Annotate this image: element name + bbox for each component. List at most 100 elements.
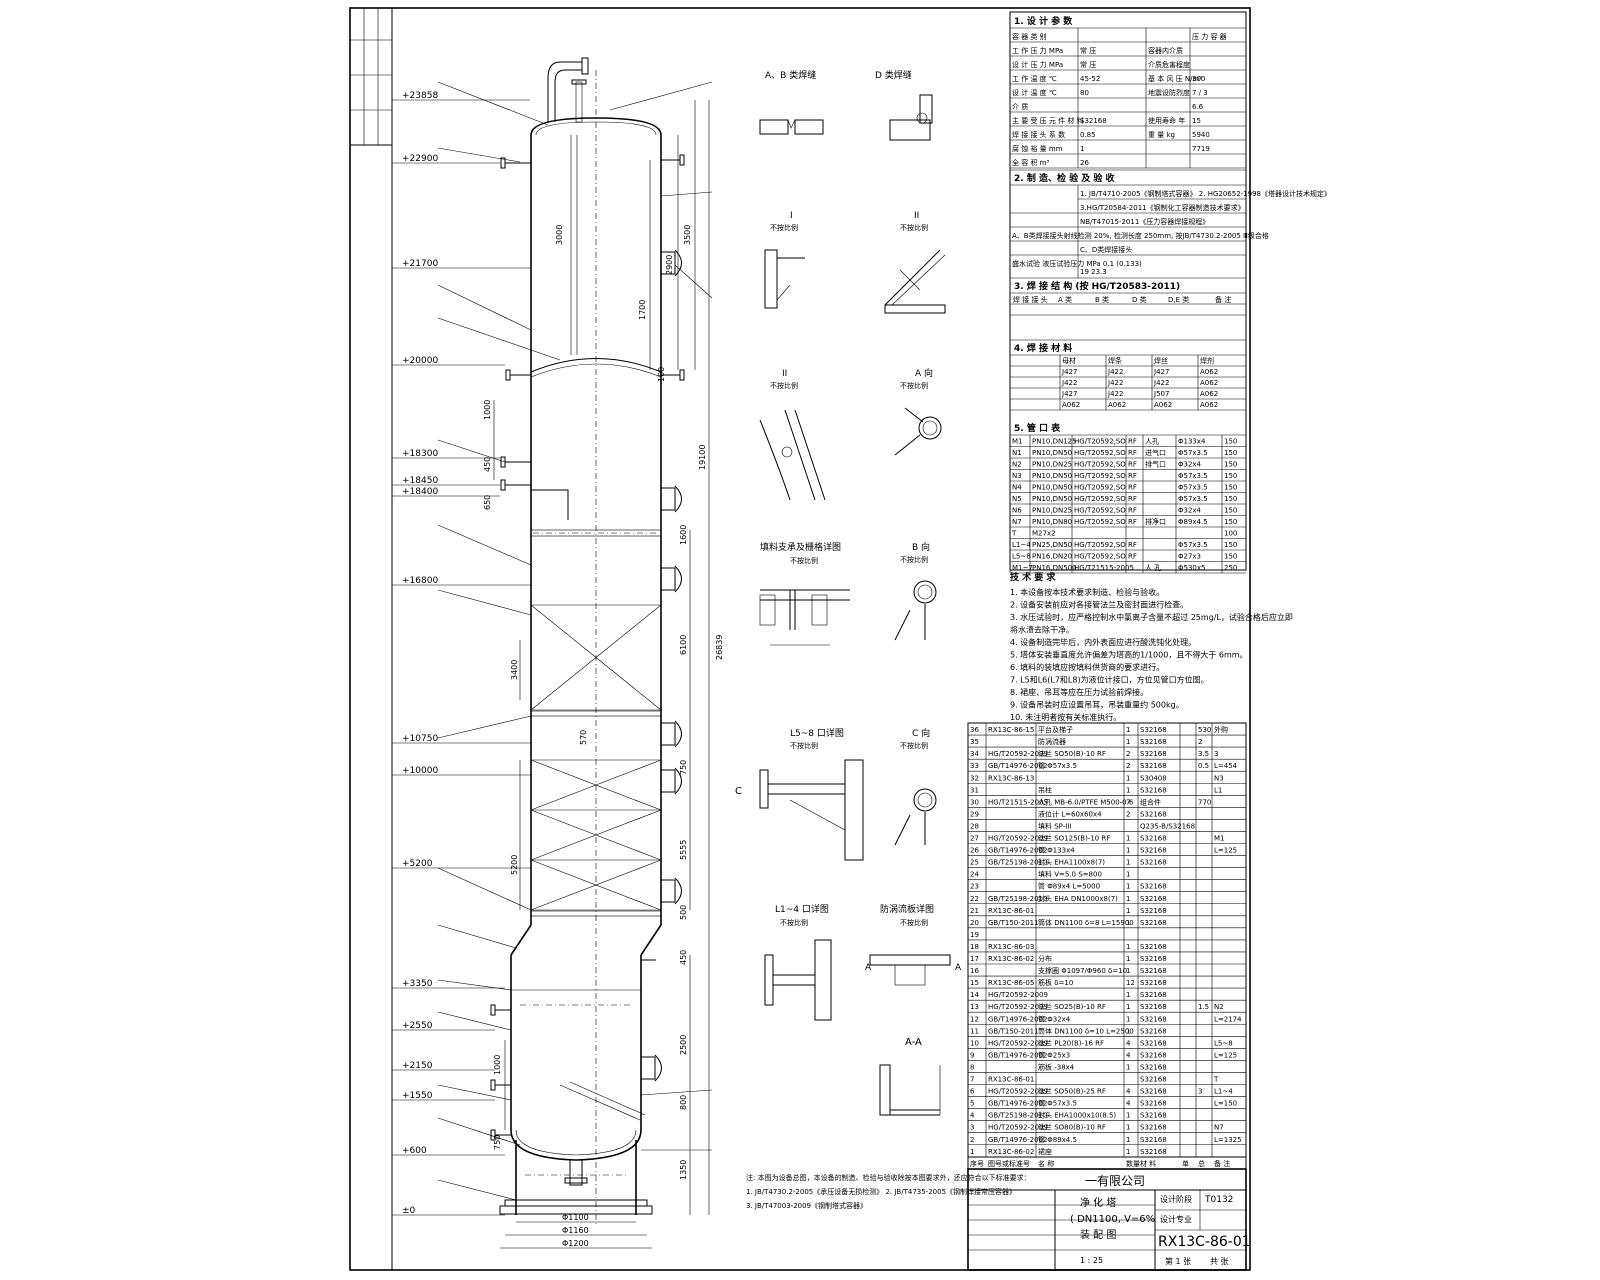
design-param-row: 容 器 类 别压 力 容 器	[1010, 32, 1246, 43]
bom-header-cell: 材 料	[1140, 1159, 1156, 1168]
nozzle-row-cell: Φ57x3.5	[1178, 484, 1208, 492]
bom-row-cell: 13	[970, 1003, 979, 1011]
bom-row-cell: 3.5	[1198, 750, 1209, 758]
elev-18300: +18300	[402, 449, 438, 459]
bom-row-cell: S32168	[1140, 1076, 1167, 1084]
nozzle-row-cell: 150	[1224, 518, 1237, 526]
nozzle-row-cell: 150	[1224, 438, 1237, 446]
manhole-m1	[660, 249, 682, 277]
nozzle-row-cell: L5~8	[1012, 553, 1031, 561]
nozzle-row-cell: M27x2	[1032, 530, 1056, 538]
design-param-row-cell: 6.6	[1192, 103, 1204, 111]
bom-row-cell: 填料 V=5.0 S=800	[1038, 870, 1102, 879]
elev-10000: +10000	[402, 766, 438, 776]
bom-row-cell: L=125	[1214, 847, 1237, 855]
detail-ab-title: A、B 类焊缝	[765, 69, 816, 81]
bom-row-cell: 3	[970, 1124, 974, 1132]
bom-row-cell: 32	[970, 774, 979, 782]
bom-row-cell: 4	[1126, 1051, 1131, 1059]
bom-row-cell: N2	[1214, 1003, 1224, 1011]
bom-row-cell: 裙座	[1038, 1147, 1052, 1156]
dim-1000: 1000	[483, 400, 492, 420]
weld-material-row-cell: J422	[1153, 379, 1169, 387]
elev-18400: +18400	[402, 487, 438, 497]
design-param-row-cell: 介质危害程度	[1148, 60, 1190, 69]
weld-material-row-cell: A062	[1108, 401, 1126, 409]
bom-row-cell: S32168	[1140, 835, 1167, 843]
weld-material-row-cell: 焊丝	[1154, 356, 1168, 365]
nozzle-row-cell: 150	[1224, 484, 1237, 492]
weld-material-row-cell: J422	[1061, 379, 1077, 387]
design-params-table: 1. 设 计 参 数	[1009, 11, 1247, 571]
elev-22900: +22900	[402, 154, 438, 164]
dim-750: 750	[679, 760, 688, 775]
bom-row-cell: RX13C-86-02	[988, 1148, 1034, 1156]
design-param-row-cell: 设 计 压 力 MPa	[1012, 60, 1063, 69]
bom-row-cell: S32168	[1140, 1124, 1167, 1132]
bom-row-cell: S32168	[1140, 991, 1167, 999]
nozzle-row-cell: Φ133x4	[1178, 438, 1206, 446]
fab-line-6: 19 23.3	[1080, 268, 1107, 276]
bom-row-cell: 1	[1126, 919, 1130, 927]
detail-packing-scale: 不按比例	[790, 556, 818, 565]
bom-row-cell: 封头 EHA DN1000x8(7)	[1038, 894, 1118, 903]
bom-row: 19	[968, 931, 1246, 941]
nozzle-row-cell: N2	[1012, 461, 1022, 469]
dim-1700: 1700	[638, 300, 647, 320]
bom-row-cell: S32168	[1140, 1063, 1167, 1071]
bom-row-cell: 22	[970, 895, 979, 903]
nozzle-row-cell: RF	[1128, 472, 1137, 480]
dim-500: 500	[679, 905, 688, 920]
nozzle-row-cell: 150	[1224, 495, 1237, 503]
detail-l58-scale: 不按比例	[790, 741, 818, 750]
bom-row-cell: S32168	[1140, 786, 1167, 794]
nozzle-title: 5. 管 口 表	[1014, 422, 1061, 434]
bom-row-cell: 1	[1126, 835, 1130, 843]
design-param-row-cell: 26	[1080, 159, 1089, 167]
callouts	[437, 81, 713, 1201]
dimension-lines	[493, 100, 710, 1215]
design-param-row-cell: 全 容 积 m³	[1012, 158, 1049, 167]
bom-row-cell: 29	[970, 810, 979, 818]
weld-material-row: 母材焊条焊丝焊剂	[1010, 356, 1246, 367]
bom-row-cell: 1	[1126, 991, 1130, 999]
bom-row-cell: S32168	[1140, 967, 1167, 975]
bom-row-cell: 5	[970, 1100, 974, 1108]
detail-ii-scale: 不按比例	[900, 223, 928, 232]
elevation-marks	[392, 99, 531, 1216]
nozzle-row-cell: N7	[1012, 518, 1022, 526]
detail-l14-scale: 不按比例	[780, 918, 808, 927]
bom-row-cell: S32168	[1140, 750, 1167, 758]
title-line-2: 装 配 图	[1080, 1228, 1116, 1241]
bom-row-cell: 1	[1126, 726, 1130, 734]
elev-16800: +16800	[402, 576, 438, 586]
bom-row-cell: RX13C-86-01	[988, 1076, 1034, 1084]
design-param-row-cell: 腐 蚀 裕 量 mm	[1012, 144, 1063, 153]
nozzle-row-cell: Φ57x3.5	[1178, 472, 1208, 480]
design-param-row-cell: 重 量 kg	[1148, 131, 1175, 139]
dimension-labels: 3000 3500 2900 1700 100 1000 450 650 160…	[483, 225, 724, 1180]
bom-row-cell: 4	[1126, 1100, 1131, 1108]
bom-row-cell: RX13C-86-02	[988, 955, 1034, 963]
left-nozzles	[490, 157, 569, 1141]
nozzle-row-cell: HG/T20592,SO	[1074, 553, 1126, 561]
fabrication-block: 2. 制 造、检 验 及 验 收 1. JB/T4710-2005《钢制塔式容器…	[1010, 169, 1331, 279]
dim-2900: 2900	[665, 255, 674, 275]
weld-material-row-cell: J422	[1107, 390, 1123, 398]
dim-750b: 750	[493, 1135, 502, 1150]
bom-row-cell: 管 Φ57x3.5	[1038, 1099, 1077, 1108]
bom-row-cell: RX13C-86-01	[988, 907, 1034, 915]
